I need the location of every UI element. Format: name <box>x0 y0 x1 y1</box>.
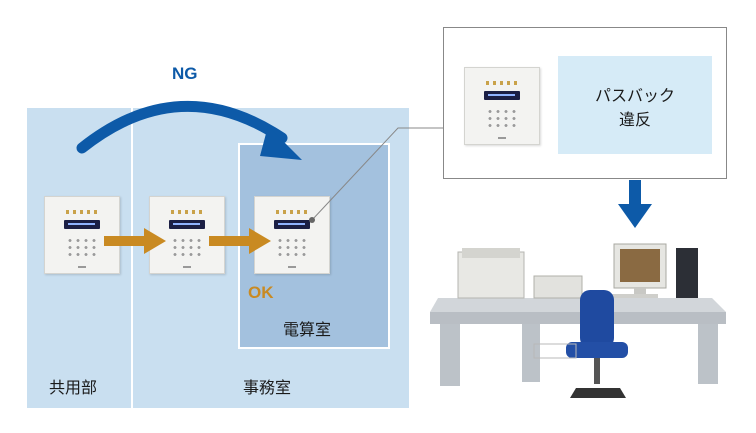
access-panel-office <box>149 196 225 274</box>
pass-arrow-shaft <box>209 236 251 246</box>
ng-arrow-path <box>76 100 288 154</box>
ng-curved-arrow-icon <box>76 100 302 160</box>
pc-tower <box>676 248 698 298</box>
monitor-screen <box>620 249 660 282</box>
panel-display <box>64 220 100 229</box>
keyboard <box>608 294 658 298</box>
panel-display <box>274 220 310 229</box>
desk-leg-left <box>440 324 460 386</box>
dot-printer <box>533 275 583 299</box>
paper-tray <box>533 343 577 359</box>
panel-leds <box>66 210 98 214</box>
panel-logo <box>78 266 86 268</box>
passback-message-box <box>558 56 712 154</box>
desk-leg-right <box>698 324 718 384</box>
panel-keypad <box>171 237 203 259</box>
chair-back <box>580 290 614 348</box>
panel-leds <box>276 210 308 214</box>
panel-logo <box>183 266 191 268</box>
panel-logo <box>288 266 296 268</box>
panel-display <box>169 220 205 229</box>
panel-keypad <box>276 237 308 259</box>
panel-keypad <box>66 237 98 259</box>
down-arrow-head <box>618 204 652 228</box>
monitor-stand <box>634 288 646 296</box>
pass-arrow-head <box>249 228 271 254</box>
zone-divider <box>131 108 133 408</box>
passback-callout: パスバック 違反 <box>443 27 727 179</box>
panel-leds <box>171 210 203 214</box>
chair-post <box>594 358 600 384</box>
pass-arrow-1-icon <box>104 228 166 254</box>
access-panel-callout <box>464 67 540 145</box>
pass-arrow-shaft <box>104 236 146 246</box>
connector-path <box>311 127 443 221</box>
passback-line-1: パスバック <box>594 86 675 105</box>
connector-line <box>309 127 443 223</box>
ng-label: NG <box>172 64 198 83</box>
panel-keypad <box>486 108 518 130</box>
printer-top <box>462 248 520 258</box>
down-arrow-icon <box>618 180 652 228</box>
pass-arrow-2-icon <box>209 228 271 254</box>
passback-line-2: 違反 <box>618 110 651 129</box>
chair-base <box>570 388 626 398</box>
chair-seat <box>566 342 628 358</box>
panel-display <box>484 91 520 100</box>
down-arrow-shaft <box>629 180 641 206</box>
ng-arrow-head <box>260 126 302 160</box>
panel-logo <box>498 137 506 139</box>
panel-leds <box>486 81 518 85</box>
desk-top <box>430 298 726 312</box>
printer <box>457 251 525 299</box>
monitoring-workstation-image <box>430 243 726 398</box>
desk-front <box>430 312 726 324</box>
desk-leg-mid <box>522 324 540 382</box>
computer-room-label: 電算室 <box>283 320 332 339</box>
connector-dot <box>309 217 315 223</box>
ok-label: OK <box>248 283 274 302</box>
access-panel-common <box>44 196 120 274</box>
office-label: 事務室 <box>243 378 292 397</box>
access-panel-computer-room <box>254 196 330 274</box>
pass-arrow-head <box>144 228 166 254</box>
common-area-label: 共用部 <box>49 378 98 397</box>
